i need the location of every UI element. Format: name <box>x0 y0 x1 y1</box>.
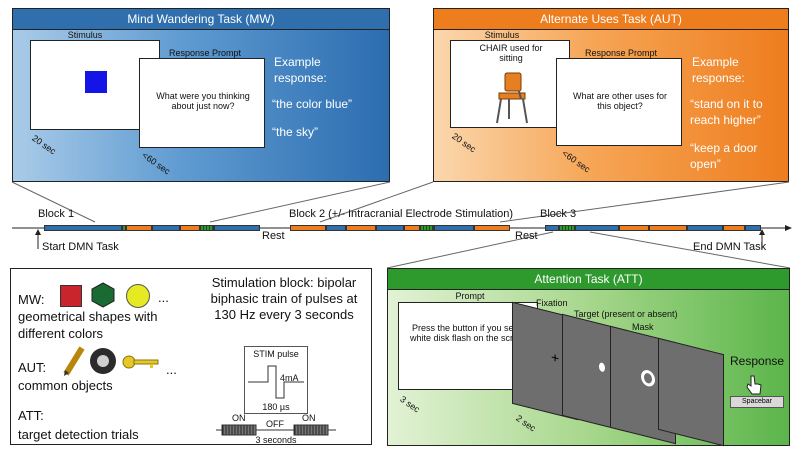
train-on-label-1: ON <box>232 413 246 423</box>
ring-mask-icon <box>641 368 655 388</box>
segment-mw <box>214 225 260 231</box>
mw-stimulus-label: Stimulus <box>67 30 103 40</box>
timeline-block-3 <box>545 225 761 231</box>
segment-mw <box>434 225 474 231</box>
segment-att <box>420 225 434 231</box>
mw-example-title: Example response: <box>274 55 327 85</box>
mw-stimulus-card <box>30 40 160 130</box>
att-legend-label: ATT: <box>18 408 44 423</box>
mw-panel-title: Mind Wandering Task (MW) <box>13 9 389 30</box>
block-2-label: Block 2 (+/- Intracranial Electrode Stim… <box>289 208 514 220</box>
mw-example-1: “the color blue” <box>272 97 353 111</box>
response-label: Response <box>730 354 785 368</box>
segment-aut <box>474 225 510 231</box>
mw-prompt-label: Response Prompt <box>168 48 242 58</box>
mw-prompt-text: What were you thinking about just now? <box>156 91 250 111</box>
mw-legend-desc: geometrical shapes with different colors <box>18 309 158 341</box>
mask-label: Mask <box>632 322 654 332</box>
fixation-cross-icon: + <box>551 348 560 367</box>
end-arrow-icon <box>759 229 765 249</box>
aut-prompt-text: What are other uses for this object? <box>572 91 668 111</box>
aut-legend-desc: common objects <box>18 378 113 393</box>
train-off-label: OFF <box>266 419 284 429</box>
mw-legend-label: MW: <box>18 292 45 307</box>
segment-mw <box>745 225 761 231</box>
segment-aut <box>404 225 420 231</box>
fixation-label: Fixation <box>536 298 568 308</box>
segment-att <box>200 225 214 231</box>
biphasic-pulse-waveform <box>248 365 304 399</box>
mw-example-2: “the sky” <box>272 125 319 139</box>
target-label: Target (present or absent) <box>574 309 678 319</box>
rest-1-label: Rest <box>262 230 285 242</box>
aut-legend-label: AUT: <box>18 360 47 375</box>
segment-aut <box>346 225 376 231</box>
mw-ellipsis: ... <box>158 290 169 305</box>
pencil-icon <box>63 346 85 376</box>
aut-stimulus-card: CHAIR used for sitting <box>450 40 570 128</box>
mw-prompt-card: What were you thinking about just now? <box>139 58 265 148</box>
segment-aut <box>619 225 649 231</box>
start-arrow-icon <box>35 229 41 249</box>
stim-pulse-label: STIM pulse <box>253 349 299 359</box>
segment-aut <box>649 225 687 231</box>
green-hexagon-icon <box>91 282 115 308</box>
aut-example-2: “keep a door open” <box>690 141 758 171</box>
tire-icon <box>90 348 116 374</box>
segment-mw <box>687 225 723 231</box>
chair-icon <box>496 72 528 124</box>
segment-mw <box>326 225 346 231</box>
segment-aut <box>180 225 200 231</box>
segment-aut <box>126 225 152 231</box>
aut-stimulus-text: CHAIR used for sitting <box>479 43 543 63</box>
att-legend-desc: target detection trials <box>18 427 139 442</box>
segment-mw <box>575 225 619 231</box>
pulse-train <box>216 424 336 436</box>
aut-example-1: “stand on it to reach higher” <box>690 97 763 127</box>
aut-prompt-card: What are other uses for this object? <box>556 58 682 146</box>
train-period-label: 3 seconds <box>255 435 297 445</box>
blue-square-stimulus <box>85 71 107 93</box>
response-screen <box>658 337 724 447</box>
aut-panel-title: Alternate Uses Task (AUT) <box>434 9 788 30</box>
segment-mw <box>545 225 559 231</box>
key-icon <box>122 355 159 369</box>
stim-amplitude: 4mA <box>280 373 299 383</box>
white-disk-target-icon <box>599 361 605 373</box>
block-3-label: Block 3 <box>540 208 577 220</box>
timeline-block-1 <box>44 225 260 231</box>
train-on-label-2: ON <box>302 413 316 423</box>
yellow-circle-icon <box>126 284 150 308</box>
segment-aut <box>290 225 326 231</box>
block-1-label: Block 1 <box>38 208 75 220</box>
aut-stimulus-label: Stimulus <box>484 30 520 40</box>
segment-mw <box>376 225 404 231</box>
segment-att <box>122 225 126 231</box>
segment-mw <box>152 225 180 231</box>
spacebar-key: Spacebar <box>730 396 784 408</box>
stim-block-description: Stimulation block: bipolar biphasic trai… <box>210 275 358 322</box>
hand-pointer-icon <box>746 375 762 395</box>
segment-mw <box>44 225 122 231</box>
att-prompt-text: Press the button if you see a white disk… <box>409 323 529 343</box>
start-dmn-label: Start DMN Task <box>42 241 119 253</box>
aut-ellipsis: ... <box>166 362 177 377</box>
att-panel-title: Attention Task (ATT) <box>388 269 789 290</box>
aut-example-title: Example response: <box>692 55 745 85</box>
stim-pulse-width: 180 µs <box>262 402 290 412</box>
timeline-block-2 <box>290 225 510 231</box>
aut-prompt-label: Response Prompt <box>584 48 658 58</box>
segment-aut <box>723 225 745 231</box>
rest-2-label: Rest <box>515 230 538 242</box>
segment-att <box>559 225 575 231</box>
att-prompt-label: Prompt <box>455 291 485 301</box>
red-square-icon <box>60 285 82 307</box>
end-dmn-label: End DMN Task <box>693 241 767 253</box>
